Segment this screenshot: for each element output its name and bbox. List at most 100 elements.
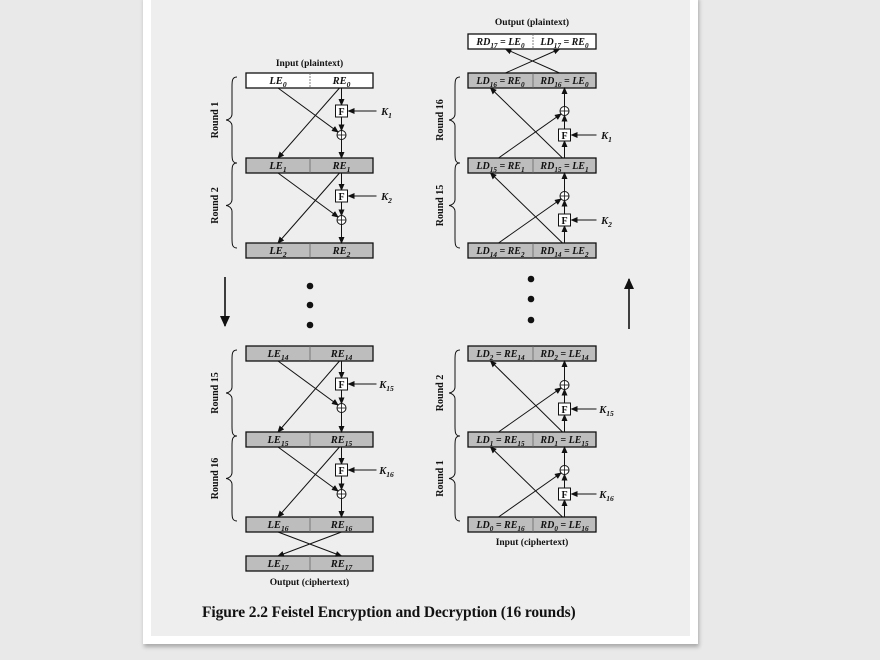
- round-brace: [225, 349, 238, 437]
- encryption-left-half-6: LE17​: [267, 559, 290, 572]
- decryption-block-4: [467, 345, 597, 362]
- left-to-xor-arrow: [277, 446, 339, 492]
- decryption-input-label: Input (ciphertext): [496, 537, 569, 548]
- round-brace: [448, 435, 461, 522]
- encryption-round-label-0: Round 1: [210, 102, 221, 138]
- f-function-label: F: [338, 107, 344, 118]
- decryption-right-half-5: RD1​ = LE15​: [539, 435, 589, 448]
- key-label-1: K2​: [380, 192, 392, 205]
- decryption-right-half-6: RD0​ = LE16​: [539, 520, 589, 533]
- key-label-0: K1​: [600, 131, 612, 144]
- encryption-block-2: [245, 242, 374, 259]
- ellipsis-dot: [306, 321, 314, 329]
- decryption-right-half-4: RD2​ = LE14​: [539, 349, 589, 362]
- decryption-left-half-1: LD16​ = RE0​: [475, 76, 525, 89]
- round-brace: [448, 76, 461, 164]
- encryption-block-4: [245, 431, 374, 448]
- swap-arrow: [277, 531, 342, 557]
- right-to-left-arrow: [277, 87, 340, 159]
- left-to-xor-arrow: [277, 360, 339, 406]
- right-to-left-arrow: [489, 87, 563, 159]
- right-to-left-arrow: [489, 360, 563, 433]
- encryption-left-half-4: LE15​: [267, 435, 289, 448]
- encryption-round-label-2: Round 15: [210, 372, 221, 413]
- f-function-label: F: [338, 380, 344, 391]
- decryption-left-half-2: LD15​ = RE1​: [475, 161, 524, 174]
- decryption-round-label-0: Round 16: [435, 99, 446, 140]
- decryption-block-6: [467, 516, 597, 533]
- encryption-left-half-5: LE16​: [267, 520, 289, 533]
- round-brace: [448, 162, 461, 249]
- key-label-3: K16​: [598, 490, 614, 503]
- encryption-left-half-3: LE14​: [267, 349, 289, 362]
- decryption-right-half-2: RD15​ = LE1​: [539, 161, 588, 174]
- decryption-block-3: [467, 242, 597, 259]
- f-function-label: F: [561, 131, 567, 142]
- encryption-right-half-2: RE2​: [332, 246, 351, 259]
- right-to-left-arrow: [277, 446, 340, 518]
- decryption-block-2: [467, 157, 597, 174]
- f-function-label: F: [338, 192, 344, 203]
- decryption-right-half-3: RD14​ = LE2​: [539, 246, 589, 259]
- round-brace: [448, 349, 461, 437]
- encryption-output-label: Output (ciphertext): [270, 577, 349, 588]
- f-function-label: F: [338, 466, 344, 477]
- encryption-right-half-4: RE15​: [330, 435, 353, 448]
- figure-area: [151, 0, 690, 636]
- ellipsis-dot: [306, 301, 314, 309]
- figure-caption: Figure 2.2 Feistel Encryption and Decryp…: [202, 604, 576, 621]
- encryption-block-6: [245, 555, 374, 572]
- encryption-input-label: Input (plaintext): [276, 58, 343, 69]
- ellipsis-dot: [527, 275, 535, 283]
- right-to-left-arrow: [489, 446, 563, 518]
- decryption-block-5: [467, 431, 597, 448]
- encryption-right-half-3: RE14​: [330, 349, 353, 362]
- decryption-left-half-3: LD14​ = RE2​: [475, 246, 525, 259]
- ellipsis-dot: [306, 282, 314, 290]
- encryption-left-half-1: LE1​: [268, 161, 286, 174]
- encryption-right-half-6: RE17​: [330, 559, 354, 572]
- encryption-block-5: [245, 516, 374, 533]
- right-to-left-arrow: [277, 360, 340, 433]
- decryption-round-label-2: Round 2: [435, 375, 446, 411]
- f-function-label: F: [561, 405, 567, 416]
- decryption-left-half-5: LD1​ = RE15​: [475, 435, 525, 448]
- key-label-0: K1​: [380, 107, 392, 120]
- left-to-xor-arrow: [277, 172, 339, 218]
- left-to-xor-arrow: [498, 387, 562, 433]
- encryption-right-half-0: RE0​: [332, 76, 351, 89]
- encryption-block-0: [245, 72, 374, 89]
- decryption-round-label-1: Round 15: [435, 185, 446, 226]
- decryption-right-half-0: LD17​ = RE0​: [539, 37, 589, 50]
- decryption-round-label-3: Round 1: [435, 460, 446, 496]
- decryption-block-0: [467, 33, 597, 50]
- f-function-label: F: [561, 490, 567, 501]
- right-to-left-arrow: [489, 172, 563, 244]
- key-label-1: K2​: [600, 216, 612, 229]
- decryption-block-1: [467, 72, 597, 89]
- left-to-xor-arrow: [498, 113, 562, 159]
- decryption-output-label: Output (plaintext): [495, 17, 569, 28]
- encryption-right-half-1: RE1​: [332, 161, 351, 174]
- round-brace: [225, 162, 238, 249]
- ellipsis-dot: [527, 316, 535, 324]
- round-brace: [225, 435, 238, 522]
- encryption-round-label-1: Round 2: [210, 187, 221, 223]
- encryption-block-1: [245, 157, 374, 174]
- encryption-left-half-2: LE2​: [268, 246, 286, 259]
- decryption-right-half-1: RD16​ = LE0​: [539, 76, 589, 89]
- round-brace: [225, 76, 238, 164]
- left-to-xor-arrow: [498, 198, 562, 244]
- encryption-right-half-5: RE16​: [330, 520, 353, 533]
- encryption-round-label-3: Round 16: [210, 458, 221, 499]
- ellipsis-dot: [527, 295, 535, 303]
- left-to-xor-arrow: [498, 472, 562, 518]
- key-label-2: K15​: [598, 405, 614, 418]
- key-label-2: K15​: [378, 380, 394, 393]
- decryption-left-half-0: RD17​ = LE0​: [475, 37, 525, 50]
- decryption-left-half-6: LD0​ = RE16​: [475, 520, 525, 533]
- right-to-left-arrow: [277, 172, 340, 244]
- encryption-block-3: [245, 345, 374, 362]
- decryption-left-half-4: LD2​ = RE14​: [475, 349, 525, 362]
